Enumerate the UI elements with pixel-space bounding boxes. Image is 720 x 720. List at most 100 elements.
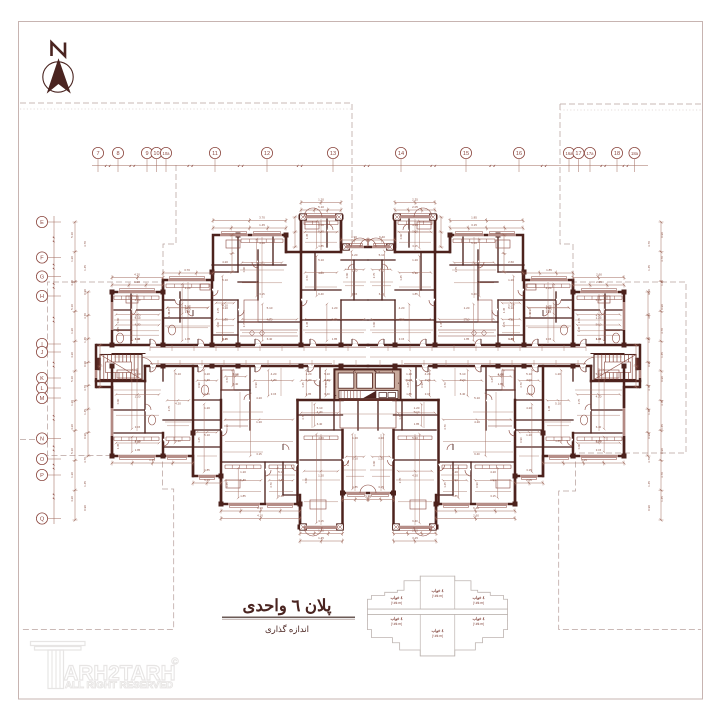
svg-text:3.15: 3.15 xyxy=(135,337,141,341)
svg-text:٤ خواب: ٤ خواب xyxy=(390,616,402,622)
svg-text:4.20: 4.20 xyxy=(508,318,514,322)
svg-text:(۱۷۵ m): (۱۷۵ m) xyxy=(473,601,484,605)
svg-text:3.70: 3.70 xyxy=(660,256,664,262)
svg-text:5.10: 5.10 xyxy=(70,232,74,238)
svg-text:3.15: 3.15 xyxy=(425,392,431,396)
svg-text:1.20: 1.20 xyxy=(412,230,418,234)
svg-text:4.20: 4.20 xyxy=(175,402,181,406)
svg-text:0.90: 0.90 xyxy=(399,233,403,239)
svg-text:3.70: 3.70 xyxy=(454,266,458,272)
svg-text:1.20: 1.20 xyxy=(490,478,496,482)
svg-text:3.15: 3.15 xyxy=(526,468,532,472)
svg-text:3.70: 3.70 xyxy=(372,272,376,278)
svg-text:3.70: 3.70 xyxy=(216,307,220,313)
svg-text:4.20: 4.20 xyxy=(399,306,405,310)
svg-text:5.10: 5.10 xyxy=(412,436,418,440)
svg-text:1.20: 1.20 xyxy=(240,470,246,474)
svg-text:6.40: 6.40 xyxy=(317,422,323,426)
svg-text:6.40: 6.40 xyxy=(474,452,480,456)
svg-text:1.45: 1.45 xyxy=(305,321,309,327)
svg-text:5.10: 5.10 xyxy=(460,372,466,376)
svg-text:3.70: 3.70 xyxy=(225,377,229,383)
svg-text:5.10: 5.10 xyxy=(175,372,181,376)
svg-text:6.40: 6.40 xyxy=(135,337,141,341)
svg-text:3.15: 3.15 xyxy=(490,494,496,498)
svg-text:1.45: 1.45 xyxy=(197,437,201,443)
svg-text:1.45: 1.45 xyxy=(660,352,664,358)
svg-text:(۱۷۵ m): (۱۷۵ m) xyxy=(473,622,484,626)
svg-text:1.85: 1.85 xyxy=(306,392,312,396)
svg-text:8: 8 xyxy=(116,151,119,157)
svg-text:3.70: 3.70 xyxy=(116,326,120,332)
svg-text:J: J xyxy=(41,350,44,356)
svg-text:5.10: 5.10 xyxy=(452,478,458,482)
svg-text:4.20: 4.20 xyxy=(70,280,74,286)
svg-text:I: I xyxy=(41,342,43,348)
svg-text:6.40: 6.40 xyxy=(473,506,479,510)
svg-text:1.45: 1.45 xyxy=(660,424,664,430)
svg-text:1.45: 1.45 xyxy=(305,233,309,239)
svg-text:1.85: 1.85 xyxy=(135,448,141,452)
svg-text:3.70: 3.70 xyxy=(577,317,581,323)
svg-text:1.45: 1.45 xyxy=(301,382,305,388)
svg-text:4.20: 4.20 xyxy=(412,223,418,227)
svg-text:4.20: 4.20 xyxy=(379,269,385,273)
svg-text:0.90: 0.90 xyxy=(254,382,258,388)
svg-text:0.90: 0.90 xyxy=(647,505,651,511)
svg-text:4.20: 4.20 xyxy=(526,406,532,410)
svg-text:5.10: 5.10 xyxy=(352,457,358,461)
svg-text:3.70: 3.70 xyxy=(324,382,328,388)
svg-text:1.20: 1.20 xyxy=(204,406,210,410)
svg-text:1.45: 1.45 xyxy=(660,496,664,502)
svg-text:2.05: 2.05 xyxy=(412,205,418,209)
svg-text:6.40: 6.40 xyxy=(460,392,466,396)
svg-text:18a: 18a xyxy=(631,151,639,156)
svg-text:0.90: 0.90 xyxy=(647,289,651,295)
svg-text:4.20: 4.20 xyxy=(526,378,532,382)
svg-text:5.10: 5.10 xyxy=(306,378,312,382)
svg-text:3.70: 3.70 xyxy=(259,216,265,220)
svg-text:2.05: 2.05 xyxy=(526,478,532,482)
svg-text:0.90: 0.90 xyxy=(304,477,308,483)
svg-text:(۱۷۵ m): (۱۷۵ m) xyxy=(391,601,402,605)
svg-text:1.45: 1.45 xyxy=(406,382,410,388)
svg-text:3.15: 3.15 xyxy=(596,448,602,452)
svg-text:1.85: 1.85 xyxy=(596,337,602,341)
svg-text:1.45: 1.45 xyxy=(346,460,350,466)
svg-text:1.85: 1.85 xyxy=(546,268,552,272)
svg-text:4.20: 4.20 xyxy=(352,253,358,257)
svg-text:5.10: 5.10 xyxy=(222,278,228,282)
svg-text:4.20: 4.20 xyxy=(324,378,330,382)
svg-text:1.20: 1.20 xyxy=(318,198,324,202)
svg-text:3.15: 3.15 xyxy=(471,223,477,227)
svg-text:5.10: 5.10 xyxy=(70,304,74,310)
svg-text:3.70: 3.70 xyxy=(660,400,664,406)
svg-text:4.20: 4.20 xyxy=(70,424,74,430)
svg-text:0.90: 0.90 xyxy=(647,433,651,439)
svg-text:1.45: 1.45 xyxy=(647,265,651,271)
svg-text:1.20: 1.20 xyxy=(498,372,504,376)
svg-text:5.10: 5.10 xyxy=(498,373,504,377)
svg-text:0.90: 0.90 xyxy=(83,289,87,295)
svg-text:3.70: 3.70 xyxy=(83,313,87,319)
svg-text:0.90: 0.90 xyxy=(660,304,664,310)
svg-text:5.10: 5.10 xyxy=(508,304,514,308)
svg-text:C: C xyxy=(173,659,177,665)
svg-text:1.20: 1.20 xyxy=(318,223,324,227)
svg-text:K: K xyxy=(40,376,44,382)
svg-text:1.45: 1.45 xyxy=(116,443,120,449)
svg-text:5.10: 5.10 xyxy=(318,205,324,209)
svg-text:0.90: 0.90 xyxy=(116,398,120,404)
svg-text:4.20: 4.20 xyxy=(135,323,141,327)
svg-text:3.70: 3.70 xyxy=(398,477,402,483)
svg-text:0.90: 0.90 xyxy=(528,311,532,317)
svg-text:1.20: 1.20 xyxy=(546,308,552,312)
svg-text:0.90: 0.90 xyxy=(116,317,120,323)
svg-text:٤ خواب: ٤ خواب xyxy=(390,595,402,601)
svg-text:1.85: 1.85 xyxy=(412,292,418,296)
svg-text:3.70: 3.70 xyxy=(577,398,581,404)
svg-text:5.10: 5.10 xyxy=(332,318,338,322)
svg-text:1.20: 1.20 xyxy=(378,457,384,461)
svg-text:3.70: 3.70 xyxy=(647,385,651,391)
svg-text:5.10: 5.10 xyxy=(508,306,514,310)
